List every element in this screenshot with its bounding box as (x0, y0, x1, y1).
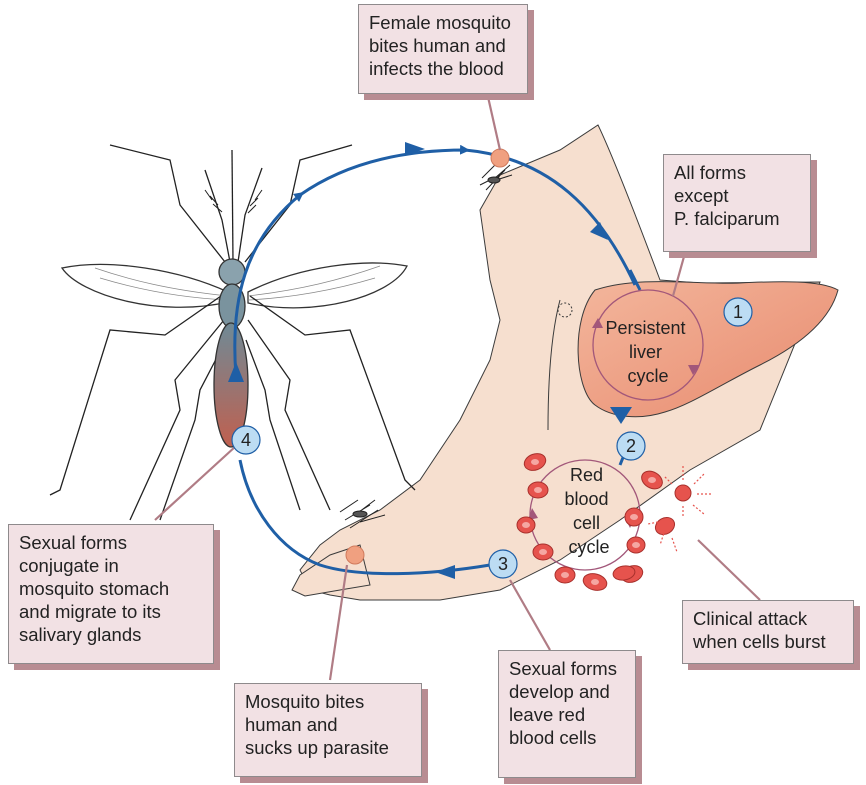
leader-sexual-develop (510, 580, 550, 650)
callout-sexual-conjugate-line-1: Sexual forms (19, 531, 203, 554)
mosquito-head (219, 259, 245, 285)
callout-mosquito-bites-line-1: Mosquito bites (245, 690, 411, 713)
leader-female-bites (486, 88, 500, 150)
callout-female-bites: Female mosquito bites human and infects … (358, 4, 528, 94)
callout-clinical-attack-line-2: when cells burst (693, 630, 843, 653)
rbc-cycle-line-2: blood (564, 489, 608, 509)
callout-sexual-conjugate: Sexual forms conjugate in mosquito stoma… (8, 524, 214, 664)
callout-all-forms: All forms except P. falciparum (663, 154, 811, 252)
rbc-cycle-line-1: Red (570, 465, 603, 485)
callout-clinical-attack-line-1: Clinical attack (693, 607, 843, 630)
bite-point-shoulder (491, 149, 509, 167)
bite-point-arm (346, 546, 364, 564)
callout-sexual-develop-line-3: leave red (509, 703, 625, 726)
callout-sexual-conjugate-line-5: salivary glands (19, 623, 203, 646)
callout-sexual-conjugate-line-3: mosquito stomach (19, 577, 203, 600)
mosquito-icon (50, 145, 415, 520)
callout-all-forms-line-3: P. falciparum (674, 207, 800, 230)
leader-clinical-attack (698, 540, 760, 600)
callout-sexual-develop-line-2: develop and (509, 680, 625, 703)
callout-all-forms-line-1: All forms (674, 161, 800, 184)
step-marker-2-label: 2 (626, 436, 636, 456)
callout-sexual-develop-line-1: Sexual forms (509, 657, 625, 680)
step-marker-3: 3 (489, 550, 517, 578)
callout-sexual-develop: Sexual forms develop and leave red blood… (498, 650, 636, 778)
step-marker-1-label: 1 (733, 302, 743, 322)
step-marker-4: 4 (232, 426, 260, 454)
step-marker-1: 1 (724, 298, 752, 326)
step-marker-3-label: 3 (498, 554, 508, 574)
callout-female-bites-line-2: bites human and (369, 34, 517, 57)
rbc-cycle-line-4: cycle (568, 537, 609, 557)
liver-cycle-line-2: liver (629, 342, 662, 362)
liver-cycle-line-1: Persistent (605, 318, 685, 338)
callout-mosquito-bites-line-3: sucks up parasite (245, 736, 411, 759)
callout-mosquito-bites: Mosquito bites human and sucks up parasi… (234, 683, 422, 777)
callout-sexual-develop-line-4: blood cells (509, 726, 625, 749)
rbc-cycle-line-3: cell (573, 513, 600, 533)
leader-sexual-conjugate (155, 446, 236, 520)
callout-female-bites-line-1: Female mosquito (369, 11, 517, 34)
callout-clinical-attack: Clinical attack when cells burst (682, 600, 854, 664)
callout-female-bites-line-3: infects the blood (369, 57, 517, 80)
liver-cycle-line-3: cycle (627, 366, 668, 386)
step-marker-4-label: 4 (241, 430, 251, 450)
callout-sexual-conjugate-line-2: conjugate in (19, 554, 203, 577)
callout-all-forms-line-2: except (674, 184, 800, 207)
mosquito-left-wing (62, 264, 228, 307)
mosquito-right-wing (248, 263, 407, 308)
step-marker-2: 2 (617, 432, 645, 460)
callout-mosquito-bites-line-2: human and (245, 713, 411, 736)
callout-sexual-conjugate-line-4: and migrate to its (19, 600, 203, 623)
